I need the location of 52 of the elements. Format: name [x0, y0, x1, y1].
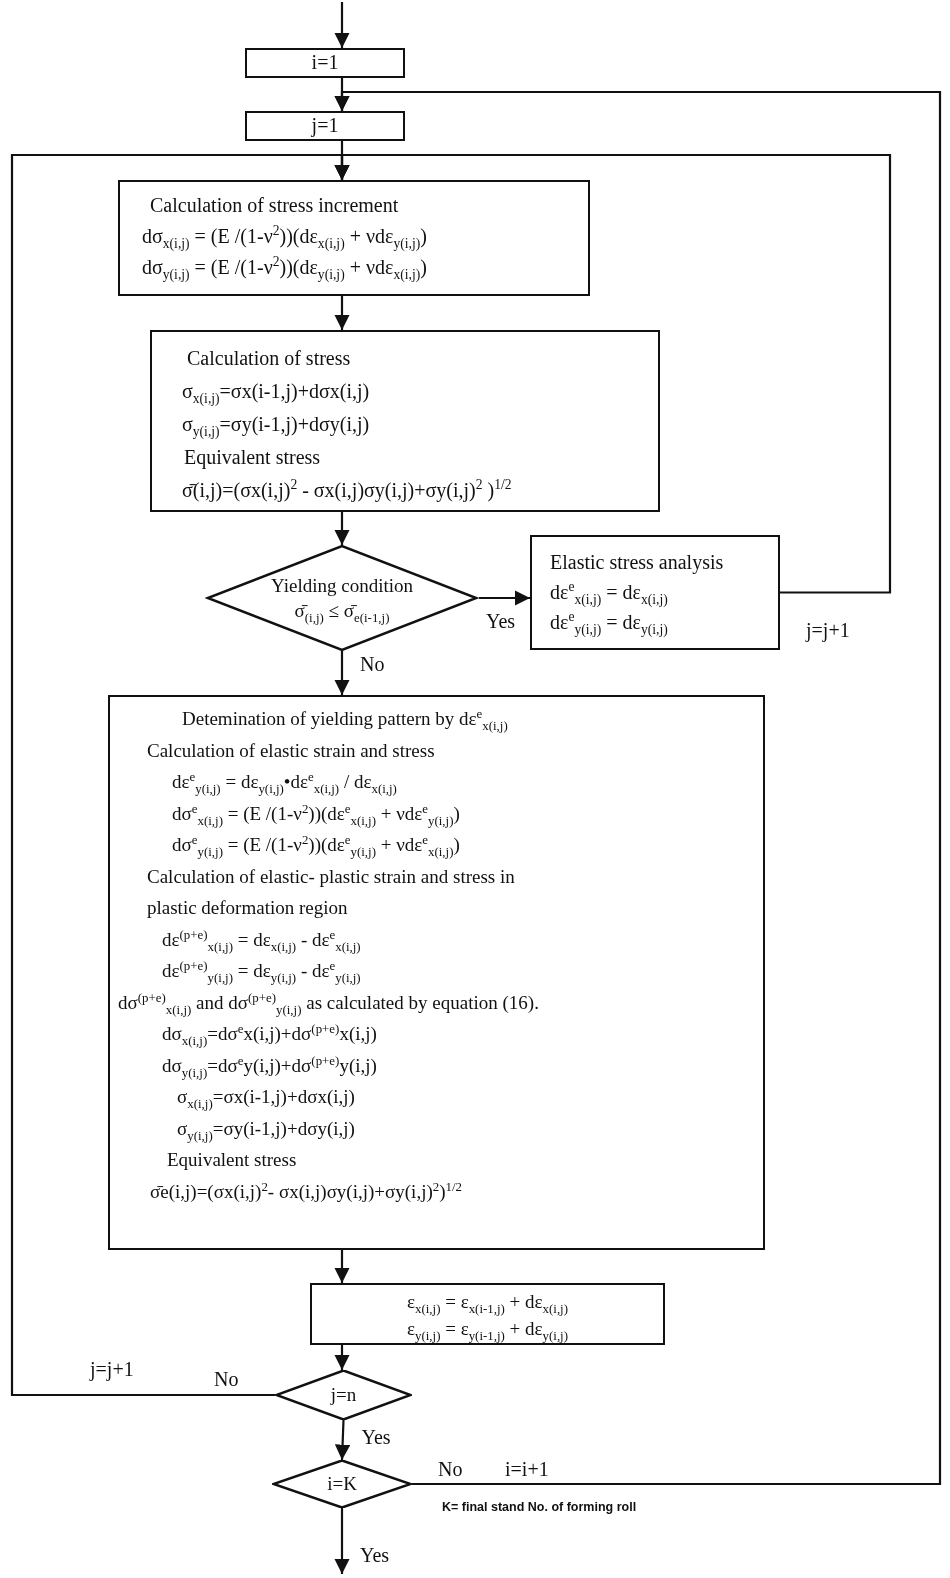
equation-text: dσ$_{y(i,j)}$=dσ$^{e}$y(i,j)+dσ$^{(p+e)}$y(i,j): [162, 1051, 377, 1081]
process-box: [118, 180, 590, 296]
equation-text: dσ$^{e}$$_{y(i,j)}$ = (E /(1-ν$^{2}$))(dε$^{e}$$_{y(i,j)}$ + νdε$^{e}$$_{x(i,j)}$): [172, 830, 460, 861]
arrow: [334, 2, 350, 48]
equation-text: dε$^{e}$$_{x(i,j)}$ = dε$_{x(i,j)}$: [550, 578, 668, 607]
arrow: [479, 590, 530, 606]
equation-text: dσ$^{(p+e)}$$_{x(i,j)}$ and dσ$^{(p+e)}$$_{y(i,j)}$ as calculated by equation (16).: [118, 988, 539, 1018]
equation-text: σ̄(i,j)=(σx(i,j)$^{2}$ - σx(i,j)σy(i,j)+σy(i,j)$^{2}$ )$^{1/2}$: [182, 476, 512, 504]
equation-text: σ$_{y(i,j)}$=σy(i-1,j)+dσy(i,j): [182, 412, 370, 441]
heading-text: Equivalent stress: [167, 1148, 297, 1172]
decision-diamond: [205, 545, 479, 651]
arrow: [334, 1508, 350, 1574]
equation-text: dσ$_{y(i,j)}$ = (E /(1-ν$^{2}$))(dε$_{y(i,j)}$ + νdε$_{x(i,j)}$): [142, 253, 427, 283]
note-text: K= final stand No. of forming roll: [440, 1500, 639, 1514]
equation-text: ε$_{y(i,j)}$ = ε$_{y(i-1,j)}$ + dε$_{y(i,j)}$: [407, 1317, 568, 1342]
process-box: [530, 535, 780, 650]
arrow: [334, 1250, 350, 1283]
equation-text: i=K: [327, 1472, 357, 1496]
arrow: [334, 1419, 351, 1461]
equation-text: dε$^{e}$$_{y(i,j)}$ = dε$_{y(i,j)}$•dε$^{e}$$_{x(i,j)}$ / dε$_{x(i,j)}$: [172, 767, 397, 798]
arrow: [334, 512, 350, 545]
decision-diamond: [272, 1460, 412, 1508]
equation-text: σ$_{y(i,j)}$=σy(i-1,j)+dσy(i,j): [177, 1116, 355, 1144]
process-box: [150, 330, 660, 512]
equation-text: dσ$_{x(i,j)}$ = (E /(1-ν$^{2}$))(dε$_{x(i,j)}$ + νdε$_{y(i,j)}$): [142, 222, 427, 252]
equation-text: σ̄$_{(i,j)}$ ≤ σ̄$_{e(i-1,j)}$: [294, 599, 390, 623]
equation-text: dσ$_{x(i,j)}$=dσ$^{e}$x(i,j)+dσ$^{(p+e)}$x(i,j): [162, 1019, 377, 1050]
decision-diamond: [275, 1370, 412, 1420]
equation-text: j=1: [311, 113, 339, 138]
heading-text: Calculation of stress: [187, 346, 351, 371]
process-box: [245, 48, 405, 78]
heading-text: Yielding condition: [271, 574, 413, 598]
equation-text: j=n: [330, 1383, 357, 1407]
arrow: [334, 90, 942, 1486]
equation-text: ε$_{x(i,j)}$ = ε$_{x(i-1,j)}$ + dε$_{x(i,j)}$: [407, 1290, 568, 1315]
heading-text: Elastic stress analysis: [550, 550, 724, 576]
arrow: [10, 153, 350, 1397]
arrow: [334, 296, 350, 330]
heading-text: Calculation of stress increment: [150, 193, 399, 218]
equation-text: σ$_{x(i,j)}$=σx(i-1,j)+dσx(i,j): [177, 1085, 355, 1113]
heading-text: Equivalent stress: [184, 445, 321, 471]
process-box: [108, 695, 765, 1250]
arrow: [334, 1345, 350, 1370]
equation-text: σ$_{x(i,j)}$=σx(i-1,j)+dσx(i,j): [182, 379, 370, 408]
process-box: [245, 111, 405, 141]
equation-text: dε$^{e}$$_{y(i,j)}$ = dε$_{y(i,j)}$: [550, 608, 668, 637]
equation-text: dσ$^{e}$$_{x(i,j)}$ = (E /(1-ν$^{2}$))(dε$^{e}$$_{x(i,j)}$ + νdε$^{e}$$_{y(i,j)}$): [172, 799, 460, 829]
heading-text: Calculation of elastic strain and stress: [147, 738, 435, 763]
arrow: [334, 651, 350, 695]
equation-text: σ̄e(i,j)=(σx(i,j)$^{2}$- σx(i,j)σy(i,j)+σy(i,j)$^{2}$)$^{1/2}$: [150, 1177, 463, 1204]
equation-text: i=1: [311, 50, 339, 75]
process-box: [310, 1283, 665, 1345]
